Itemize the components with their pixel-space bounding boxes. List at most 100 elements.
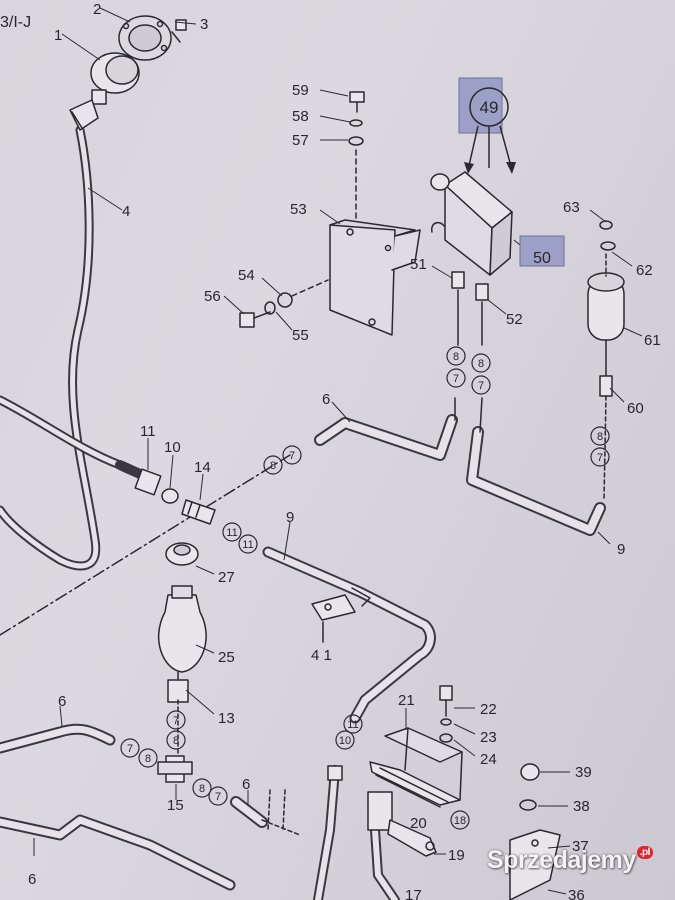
fitting-part-6-small [230,789,301,836]
circled-reference-labels: 8 7 8 7 8 7 8 7 11 11 11 10 7 8 7 8 8 7 … [127,351,603,827]
label-part-53: 53 [290,201,307,218]
label-part-25: 25 [218,649,235,666]
screw-stack-54-56 [239,279,329,328]
washers-62-63 [599,220,616,277]
circled-8-f: 8 [145,753,151,765]
tube-part-9-centre [262,546,436,724]
label-part-36: 36 [568,887,585,900]
label-part-27: 27 [218,569,235,586]
label-part-41: 4 1 [311,647,332,664]
circled-7-e: 7 [173,715,179,727]
label-part-14: 14 [194,459,211,476]
label-part-56: 56 [204,288,221,305]
hose-part-4 [0,125,101,571]
label-part-55: 55 [292,327,309,344]
label-part-6-top: 6 [322,391,330,408]
circled-8-a: 8 [453,351,459,363]
label-part-23: 23 [480,729,497,746]
flange-part-2 [118,15,172,61]
circled-8-d: 8 [270,460,276,472]
label-part-1: 1 [54,27,62,44]
screw-part-3 [171,19,187,43]
lever-part-20 [387,819,437,857]
header-code: 3/I-J [0,14,31,31]
fitting-part-52 [475,283,489,346]
circled-8-c: 8 [597,431,603,443]
label-part-9-centre: 9 [286,509,294,526]
nut-part-11 [115,460,162,496]
label-part-52: 52 [506,311,523,328]
hose-part-6-top [314,397,458,461]
label-part-39: 39 [575,764,592,781]
label-part-20: 20 [410,815,427,832]
circled-7-f: 7 [127,743,133,755]
accumulator-part-25 [157,585,207,673]
circled-7-d: 7 [289,450,295,462]
label-part-11: 11 [140,423,156,440]
label-part-15: 15 [167,797,184,814]
callout-50-label: 50 [533,250,551,267]
label-part-4: 4 [122,203,130,220]
label-part-19: 19 [448,847,465,864]
circled-11-b: 11 [242,539,253,551]
circled-7-a: 7 [453,373,459,385]
clamp-part-41 [311,587,371,643]
filter-part-61 [587,272,625,377]
fitting-part-13 [167,671,189,703]
circled-8-b: 8 [478,358,484,370]
label-part-6-bottom: 6 [28,871,36,888]
label-part-6-small: 6 [242,776,250,793]
circled-8-e: 8 [173,735,179,747]
circled-7-g: 7 [215,791,221,803]
label-part-10: 10 [164,439,181,456]
label-part-57: 57 [292,132,309,149]
bolt-stack-22-24 [439,685,453,743]
label-part-51: 51 [410,256,427,273]
circled-7-c: 7 [597,452,603,464]
callout-50: 50 [519,235,565,267]
hose-part-9-right [466,397,606,536]
label-part-54: 54 [238,267,255,284]
label-part-9-right: 9 [617,541,625,558]
hose-part-6-lower-left [0,723,236,891]
fitting-part-60 [599,375,613,501]
watermark-logo: Sprzedajemy.pl [487,846,653,875]
part-number-labels: 2 1 3 4 59 58 57 53 54 56 55 51 52 63 62… [28,1,661,900]
circled-reference-marks [120,346,610,830]
circled-8-g: 8 [199,783,205,795]
circled-10: 10 [339,735,351,747]
circled-11-a: 11 [226,527,237,539]
leader-lines [33,7,643,895]
tee-part-15 [157,699,193,783]
label-part-22: 22 [480,701,497,718]
bracket-part-21 [369,727,463,808]
label-part-58: 58 [292,108,309,125]
valve-block-part-50 [430,171,513,276]
label-part-62: 62 [636,262,653,279]
bolt-stack-57-59 [348,91,365,223]
label-part-38: 38 [573,798,590,815]
label-part-2: 2 [93,1,101,18]
pipe-part-17 [313,765,400,900]
label-part-61: 61 [644,332,661,349]
fitting-part-10 [161,488,179,504]
label-part-13: 13 [218,710,235,727]
center-axis-line [0,454,291,636]
label-part-17: 17 [405,887,422,900]
nut-part-27 [165,542,199,566]
label-part-24: 24 [480,751,497,768]
label-part-3: 3 [200,16,208,33]
watermark-badge: .pl [636,846,653,859]
watermark-text: Sprzedajemy [487,846,636,874]
hose-left [0,395,125,470]
callout-49: 49 [458,77,516,174]
circled-7-b: 7 [478,380,484,392]
bracket-part-53 [329,219,421,336]
gauge-part-1 [69,52,140,131]
circled-18: 18 [454,815,466,827]
label-part-21: 21 [398,692,415,709]
circled-11-c: 11 [347,719,358,731]
washer-part-38 [519,799,537,811]
fitting-part-51 [451,271,465,346]
callout-49-label: 49 [480,98,499,117]
